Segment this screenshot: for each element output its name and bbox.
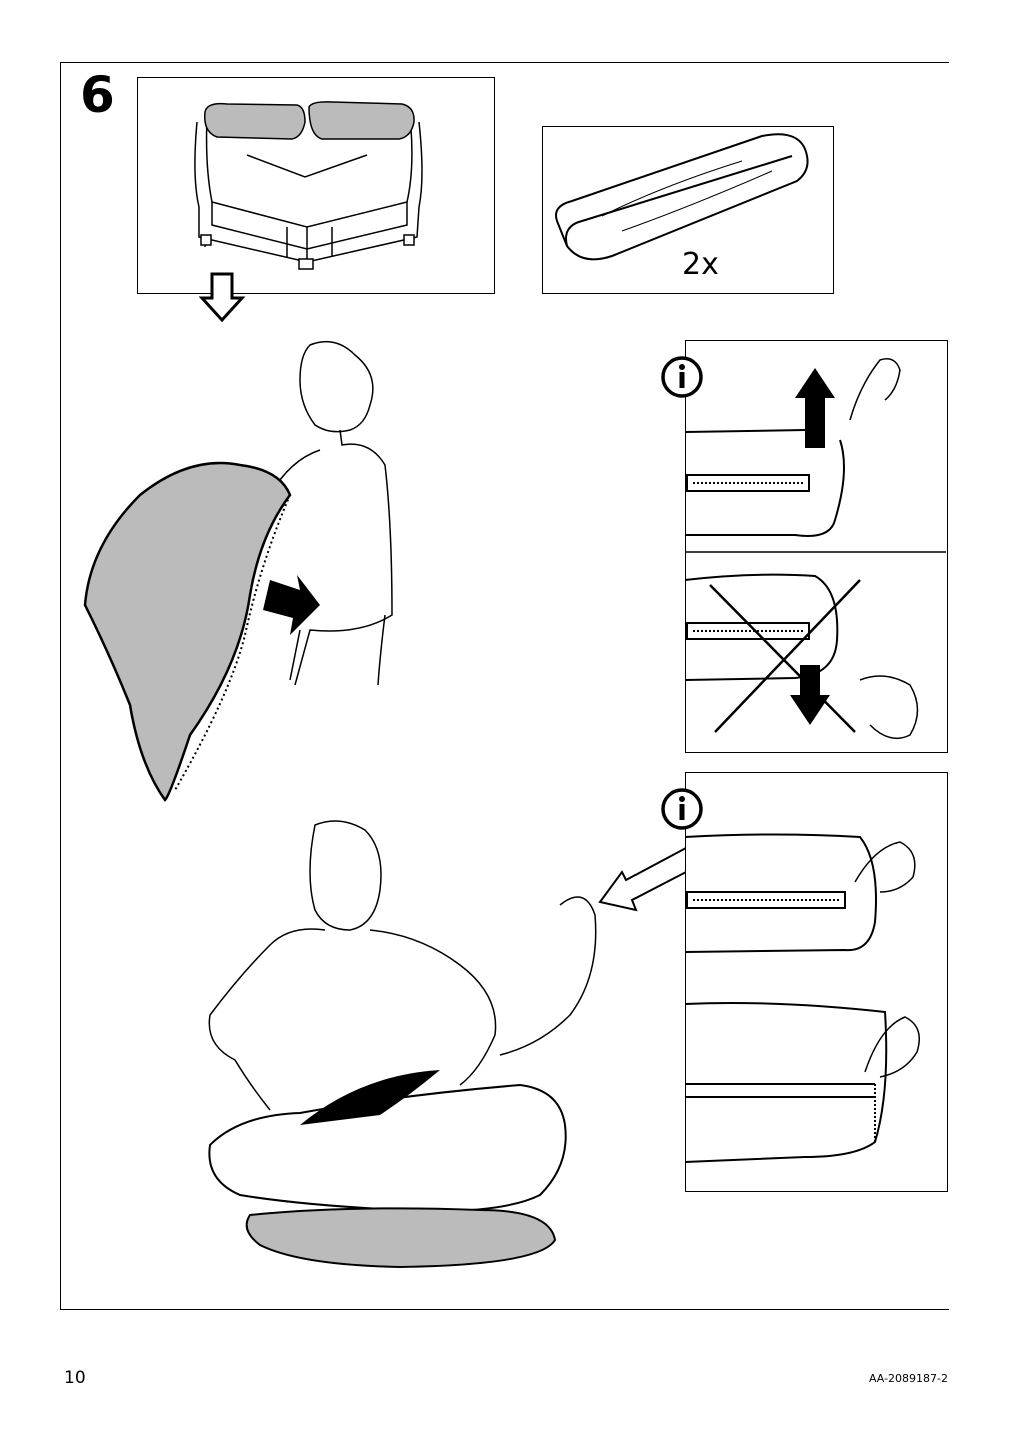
cushion-insert-illustration [555, 133, 809, 261]
info-icon [661, 788, 703, 830]
person-removing-cover-illustration [83, 340, 393, 802]
step-number: 6 [80, 66, 115, 124]
zipper-close-illustration [684, 833, 920, 1163]
person-putting-cover-illustration [208, 820, 597, 1269]
corner-sofa-illustration [194, 101, 423, 270]
step-frame [60, 62, 949, 1310]
zipper-correct-illustration [684, 358, 946, 740]
cross-icon [709, 579, 861, 733]
info-box-zipper-closed [685, 772, 948, 1192]
page-number: 10 [64, 1368, 86, 1388]
quantity-label: 2x [682, 247, 719, 282]
info-icon [661, 356, 703, 398]
left-arrow-icon [598, 846, 692, 912]
down-arrow-icon [198, 272, 246, 323]
document-code: AA-2089187-2 [868, 1372, 948, 1385]
